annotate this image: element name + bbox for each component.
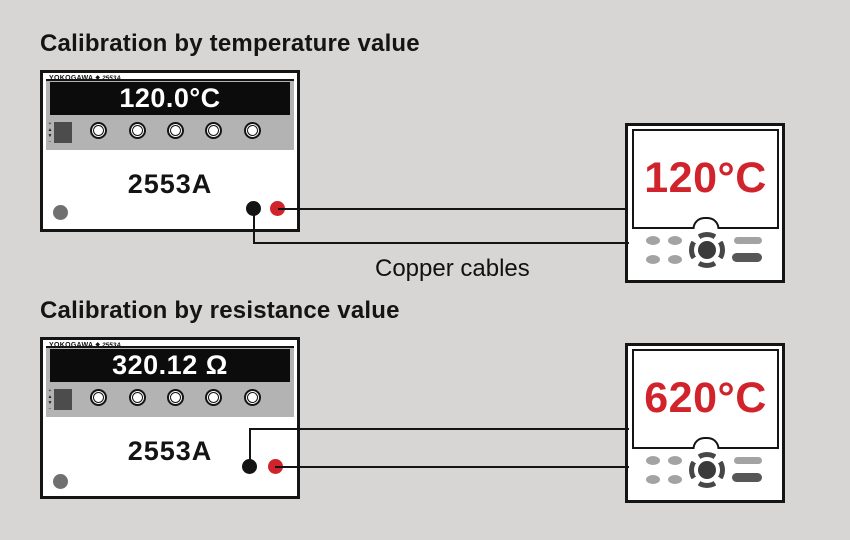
front-panel: 320.12 Ω + ▲ ▼ −: [46, 346, 294, 417]
terminal-red: [270, 201, 285, 216]
wide-button-dark: [732, 473, 762, 482]
brand-line: YOKOGAWA ◆ 2553A: [49, 341, 121, 349]
rotary-knob-2: [129, 122, 146, 139]
updown-marks: + ▲ ▼ −: [47, 121, 53, 145]
updown-control: [54, 122, 72, 143]
yokogawa-diamond-icon: ◆: [95, 75, 100, 81]
terminal-black: [246, 201, 261, 216]
display-value: 120.0°C: [119, 83, 221, 113]
source-instrument-2553a-temperature: YOKOGAWA ◆ 2553A 120.0°C + ▲ ▼ − 2553A: [40, 70, 300, 232]
rotary-knob-3: [167, 122, 184, 139]
rotary-knob-4: [205, 389, 222, 406]
rotary-knob-5: [244, 389, 261, 406]
rotary-knob-1: [90, 389, 107, 406]
section-heading-temperature: Calibration by temperature value: [40, 30, 420, 57]
temperature-calibrator-bottom: 620°C: [625, 343, 785, 503]
brand-model-text: 2553A: [102, 75, 121, 82]
chassis-dot: [53, 474, 68, 489]
small-button-2: [668, 456, 682, 465]
cable-red-bottom: [275, 466, 629, 468]
cable-red-top: [278, 208, 627, 210]
updown-marks: + ▲ ▼ −: [47, 388, 53, 412]
rotary-knob-4: [205, 122, 222, 139]
rotary-knob-2: [129, 389, 146, 406]
small-button-3: [646, 475, 660, 484]
small-button-4: [668, 475, 682, 484]
small-button-2: [668, 236, 682, 245]
calibrator-display-value: 120°C: [644, 154, 767, 202]
brand-line: YOKOGAWA ◆ 2553A: [49, 74, 121, 82]
instrument-display: 120.0°C: [50, 82, 290, 115]
calibrator-display-value: 620°C: [644, 374, 767, 422]
calibrator-display: 120°C: [632, 129, 779, 229]
nav-center-button: [698, 461, 716, 479]
yokogawa-logo-text: YOKOGAWA: [49, 342, 93, 349]
small-button-1: [646, 456, 660, 465]
wide-button-light: [734, 237, 762, 244]
wide-button-dark: [732, 253, 762, 262]
wide-button-light: [734, 457, 762, 464]
instrument-display: 320.12 Ω: [50, 349, 290, 382]
model-label: 2553A: [127, 436, 213, 466]
cable-label: Copper cables: [375, 255, 530, 282]
source-instrument-2553a-resistance: YOKOGAWA ◆ 2553A 320.12 Ω + ▲ ▼ − 2553A: [40, 337, 300, 499]
nav-pad: [689, 452, 725, 488]
cable-black-horizontal-bottom: [249, 428, 629, 430]
rotary-knob-5: [244, 122, 261, 139]
section-heading-resistance: Calibration by resistance value: [40, 297, 400, 324]
yokogawa-diamond-icon: ◆: [95, 342, 100, 348]
chassis-dot: [53, 205, 68, 220]
nav-center-button: [698, 241, 716, 259]
display-value: 320.12 Ω: [112, 350, 228, 380]
calibrator-display: 620°C: [632, 349, 779, 449]
updown-control: [54, 389, 72, 410]
yokogawa-logo-text: YOKOGAWA: [49, 75, 93, 82]
rotary-knob-3: [167, 389, 184, 406]
front-panel: 120.0°C + ▲ ▼ −: [46, 79, 294, 150]
cable-black-vertical-top: [253, 209, 255, 244]
brand-model-text: 2553A: [102, 342, 121, 349]
temperature-calibrator-top: 120°C: [625, 123, 785, 283]
small-button-3: [646, 255, 660, 264]
model-label: 2553A: [127, 169, 213, 199]
nav-pad: [689, 232, 725, 268]
rotary-knob-1: [90, 122, 107, 139]
cable-black-vertical-bottom: [249, 428, 251, 468]
small-button-1: [646, 236, 660, 245]
small-button-4: [668, 255, 682, 264]
cable-black-horizontal-top: [253, 242, 629, 244]
